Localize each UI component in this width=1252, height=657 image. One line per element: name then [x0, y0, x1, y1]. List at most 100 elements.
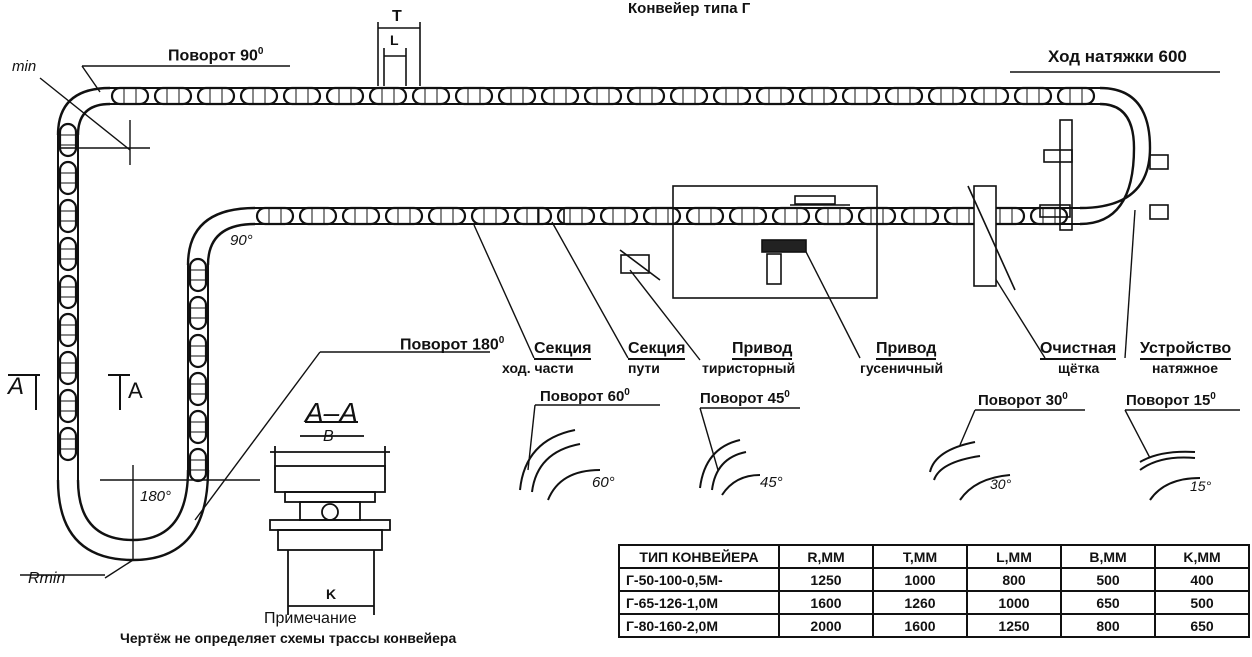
- leader-lines: [20, 65, 1220, 579]
- angle-90-label: 90°: [230, 232, 253, 249]
- chain-link: [1029, 206, 1069, 226]
- rmin-label: Rmin: [28, 570, 66, 587]
- dim-b-label: B: [323, 428, 334, 445]
- chain-link: [927, 86, 967, 106]
- spec-table-header: ТИП КОНВЕЙЕРА R,ММ T,ММ L,ММ B,ММ K,ММ: [618, 544, 1250, 569]
- header-b: B,ММ: [1060, 544, 1156, 569]
- spec-table: ТИП КОНВЕЙЕРА R,ММ T,ММ L,ММ B,ММ K,ММ Г…: [618, 544, 1250, 638]
- chain-link: [798, 86, 838, 106]
- dim-t-label: T: [392, 8, 402, 25]
- angle-30-label: 30°: [990, 476, 1012, 492]
- cell: 500: [1154, 590, 1250, 615]
- cell: 400: [1154, 567, 1250, 592]
- chain-link: [685, 206, 725, 226]
- chain-link: [58, 388, 78, 424]
- section-a-left: A: [8, 373, 25, 400]
- chain-link: [626, 86, 666, 106]
- chain-link: [540, 86, 580, 106]
- chain-link: [110, 86, 150, 106]
- cell: 650: [1154, 613, 1250, 638]
- note-title: Примечание: [264, 610, 357, 627]
- chain-link: [153, 86, 193, 106]
- turn-sketches: [519, 429, 1201, 501]
- chain-link: [368, 86, 408, 106]
- turn60-label: Поворот 600: [540, 387, 630, 405]
- cell: 650: [1060, 590, 1156, 615]
- header-t: T,ММ: [872, 544, 968, 569]
- header-r: R,ММ: [778, 544, 874, 569]
- cell: Г-65-126-1,0М: [618, 590, 780, 615]
- table-row: Г-50-100-0,5М- 1250 1000 800 500 400: [618, 567, 1250, 592]
- chain-link: [1013, 86, 1053, 106]
- cell: 1000: [966, 590, 1062, 615]
- chain-link: [58, 274, 78, 310]
- chain-link: [900, 206, 940, 226]
- dim-k-label: K: [326, 586, 337, 602]
- chain-link: [513, 206, 553, 226]
- drawing-title: Конвейер типа Г: [628, 0, 751, 17]
- chain-link: [325, 86, 365, 106]
- chain-link: [58, 426, 78, 462]
- header-l: L,ММ: [966, 544, 1062, 569]
- chain-links: [58, 86, 1096, 483]
- chain-link: [384, 206, 424, 226]
- chain-link: [255, 206, 295, 226]
- chain-link: [58, 122, 78, 158]
- cell: Г-80-160-2,0М: [618, 613, 780, 638]
- angle-45-label: 45°: [760, 474, 783, 491]
- cell: Г-50-100-0,5М-: [618, 567, 780, 592]
- cell: 800: [966, 567, 1062, 592]
- cell: 500: [1060, 567, 1156, 592]
- turn30-label: Поворот 300: [978, 391, 1068, 409]
- chain-link: [771, 206, 811, 226]
- chain-link: [58, 160, 78, 196]
- angle-15-label: 15°: [1190, 478, 1212, 494]
- chain-link: [970, 86, 1010, 106]
- turn-leaders: [527, 404, 1240, 471]
- chain-link: [58, 236, 78, 272]
- turn180-label: Поворот 1800: [400, 335, 505, 354]
- tension-stroke-label: Ход натяжки 600: [1048, 47, 1187, 66]
- section-aa: [269, 435, 391, 615]
- turn45-label: Поворот 450: [700, 389, 790, 407]
- cell: 1250: [778, 567, 874, 592]
- turn90-label: Поворот 900: [168, 46, 264, 65]
- cell: 800: [1060, 613, 1156, 638]
- chain-link: [583, 86, 623, 106]
- chain-link: [470, 206, 510, 226]
- chain-link: [58, 312, 78, 348]
- chain-link: [712, 86, 752, 106]
- cell: 1000: [872, 567, 968, 592]
- left-vertical-chain: [57, 130, 209, 480]
- header-type: ТИП КОНВЕЙЕРА: [618, 544, 780, 569]
- chain-link: [239, 86, 279, 106]
- chain-link: [58, 198, 78, 234]
- drive-units: [537, 119, 1169, 299]
- chain-link: [188, 371, 208, 407]
- chain-link: [642, 206, 682, 226]
- angle-180-label: 180°: [140, 488, 172, 505]
- dim-l-label: L: [390, 32, 399, 48]
- table-row: Г-65-126-1,0М 1600 1260 1000 650 500: [618, 590, 1250, 615]
- note-text: Чертёж не определяет схемы трассы конвей…: [120, 630, 457, 646]
- header-k: K,ММ: [1154, 544, 1250, 569]
- chain-link: [298, 206, 338, 226]
- chain-link: [669, 86, 709, 106]
- turn15-label: Поворот 150: [1126, 391, 1216, 409]
- chain-link: [282, 86, 322, 106]
- chain-link: [884, 86, 924, 106]
- cell: 1260: [872, 590, 968, 615]
- section-a-marks: [8, 374, 130, 410]
- table-row: Г-80-160-2,0М 2000 1600 1250 800 650: [618, 613, 1250, 638]
- chain-link: [728, 206, 768, 226]
- cell: 1600: [778, 590, 874, 615]
- chain-link: [411, 86, 451, 106]
- chain-link: [599, 206, 639, 226]
